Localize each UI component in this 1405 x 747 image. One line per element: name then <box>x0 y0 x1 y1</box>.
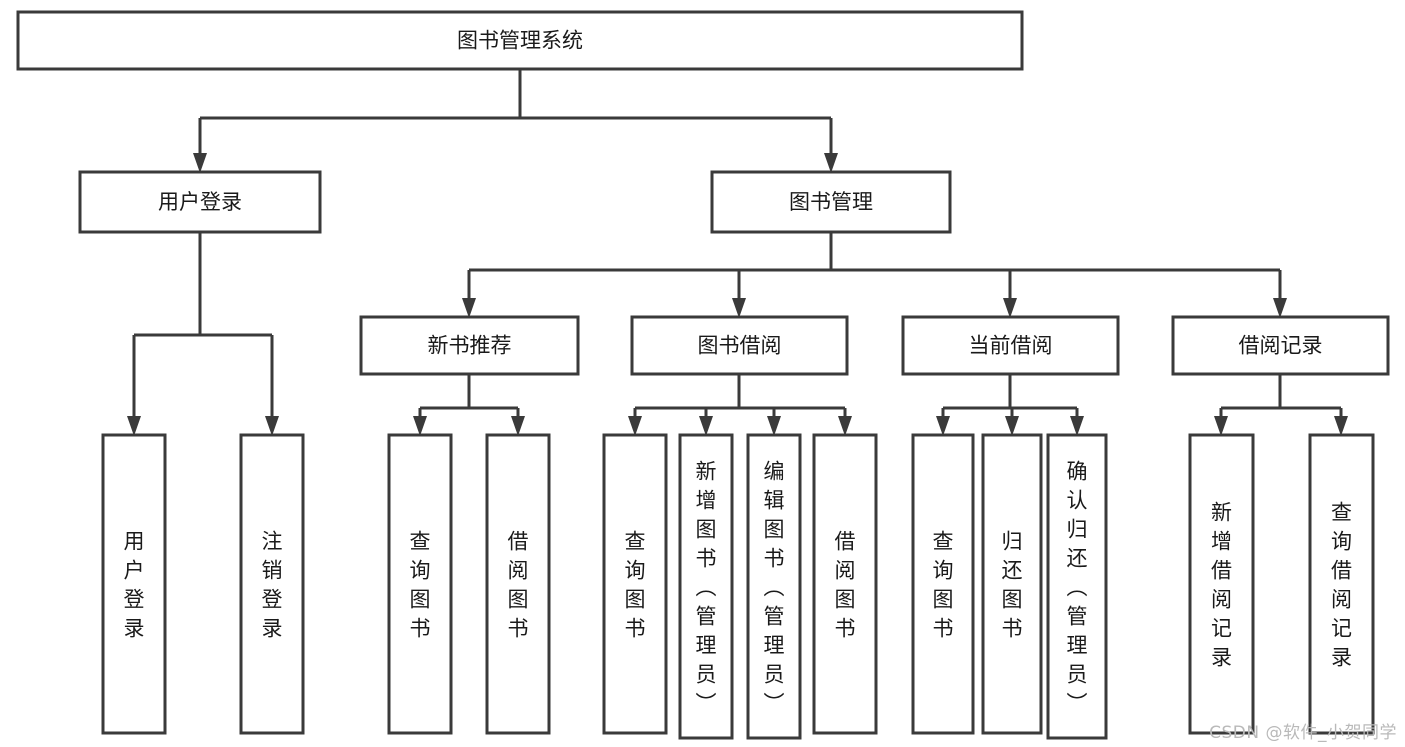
arrow-head-icon <box>1003 298 1017 318</box>
arrow-head-icon <box>732 298 746 318</box>
node-leaf-borrow-query-book[interactable]: 查询图书 <box>602 433 668 735</box>
node-user-login[interactable]: 用户登录 <box>78 170 322 234</box>
node-box[interactable] <box>16 10 1024 71</box>
node-current-borrow[interactable]: 当前借阅 <box>901 315 1120 376</box>
node-label: 图书管理 <box>789 190 873 214</box>
node-leaf-borrow-borrow-book[interactable]: 借阅图书 <box>812 433 878 735</box>
node-label: 查询图书 <box>933 530 954 641</box>
node-leaf-current-return-book[interactable]: 归还图书 <box>981 433 1043 735</box>
node-leaf-borrow-add-book[interactable]: 新增图书︵管理员︶ <box>678 433 734 740</box>
node-book-borrow[interactable]: 图书借阅 <box>630 315 849 376</box>
node-borrow-record[interactable]: 借阅记录 <box>1171 315 1390 376</box>
connector-group-conn-bookmanage-bus <box>462 232 1287 318</box>
node-label: 借阅记录 <box>1239 334 1323 358</box>
node-layer: 图书管理系统用户登录图书管理新书推荐图书借阅当前借阅借阅记录用户登录注销登录查询… <box>16 10 1390 740</box>
connector-group-conn-bookborrow-bus <box>628 374 852 436</box>
connector-group-conn-borrowrecord-bus <box>1214 374 1348 436</box>
node-box[interactable] <box>78 170 322 234</box>
arrow-head-icon <box>936 416 950 436</box>
node-leaf-current-confirm-return[interactable]: 确认归还︵管理员︶ <box>1046 433 1108 740</box>
node-box[interactable] <box>359 315 580 376</box>
node-label: 用户登录 <box>158 190 242 214</box>
arrow-head-icon <box>824 153 838 173</box>
node-box[interactable] <box>239 433 305 735</box>
node-leaf-record-query[interactable]: 查询借阅记录 <box>1308 433 1375 735</box>
node-label: 归还图书 <box>1002 530 1023 641</box>
arrow-head-icon <box>628 416 642 436</box>
arrow-head-icon <box>511 416 525 436</box>
node-root[interactable]: 图书管理系统 <box>16 10 1024 71</box>
node-box[interactable] <box>812 433 878 735</box>
node-box[interactable] <box>678 433 734 740</box>
arrow-head-icon <box>767 416 781 436</box>
node-label: 注销登录 <box>262 530 283 641</box>
node-label: 编辑图书︵管理员︶ <box>764 460 785 716</box>
node-leaf-borrow-edit-book[interactable]: 编辑图书︵管理员︶ <box>746 433 802 740</box>
node-box[interactable] <box>1171 315 1390 376</box>
connector-group-conn-root-bus <box>193 69 838 173</box>
node-new-book-rec[interactable]: 新书推荐 <box>359 315 580 376</box>
arrow-head-icon <box>127 416 141 436</box>
node-label: 新书推荐 <box>428 334 512 358</box>
node-leaf-current-query-book[interactable]: 查询图书 <box>911 433 975 735</box>
node-box[interactable] <box>387 433 453 735</box>
node-book-manage[interactable]: 图书管理 <box>710 170 952 234</box>
connector-layer <box>127 69 1348 436</box>
node-leaf-user-login[interactable]: 用户登录 <box>101 433 167 735</box>
arrow-head-icon <box>193 153 207 173</box>
node-label: 新增图书︵管理员︶ <box>696 460 717 716</box>
node-label: 用户登录 <box>124 530 145 641</box>
arrow-head-icon <box>1273 298 1287 318</box>
node-label: 图书管理系统 <box>457 29 583 53</box>
node-label: 新增借阅记录 <box>1211 501 1232 670</box>
node-label: 图书借阅 <box>698 334 782 358</box>
node-leaf-record-add[interactable]: 新增借阅记录 <box>1188 433 1255 735</box>
arrow-head-icon <box>1005 416 1019 436</box>
node-box[interactable] <box>101 433 167 735</box>
arrow-head-icon <box>838 416 852 436</box>
node-leaf-rec-query-book[interactable]: 查询图书 <box>387 433 453 735</box>
connector-group-conn-userlogin-bus <box>127 232 279 436</box>
node-box[interactable] <box>485 433 551 735</box>
node-box[interactable] <box>981 433 1043 735</box>
node-label: 当前借阅 <box>969 334 1053 358</box>
connector-group-conn-currentborrow-bus <box>936 374 1084 436</box>
node-box[interactable] <box>602 433 668 735</box>
arrow-head-icon <box>413 416 427 436</box>
node-label: 查询图书 <box>625 530 646 641</box>
node-box[interactable] <box>901 315 1120 376</box>
connector-group-conn-newbookrec-bus <box>413 374 525 436</box>
node-label: 查询图书 <box>410 530 431 641</box>
csdn-watermark: CSDN @软件_小贺同学 <box>1209 723 1397 743</box>
arrow-head-icon <box>265 416 279 436</box>
node-box[interactable] <box>710 170 952 234</box>
node-box[interactable] <box>746 433 802 740</box>
node-leaf-rec-borrow-book[interactable]: 借阅图书 <box>485 433 551 735</box>
node-label: 查询借阅记录 <box>1331 501 1352 670</box>
node-box[interactable] <box>911 433 975 735</box>
arrow-head-icon <box>1214 416 1228 436</box>
node-box[interactable] <box>1188 433 1255 735</box>
arrow-head-icon <box>699 416 713 436</box>
node-label: 确认归还︵管理员︶ <box>1067 460 1088 716</box>
node-box[interactable] <box>1046 433 1108 740</box>
arrow-head-icon <box>462 298 476 318</box>
node-leaf-user-logout[interactable]: 注销登录 <box>239 433 305 735</box>
node-box[interactable] <box>630 315 849 376</box>
node-box[interactable] <box>1308 433 1375 735</box>
node-label: 借阅图书 <box>835 530 856 641</box>
arrow-head-icon <box>1070 416 1084 436</box>
arrow-head-icon <box>1334 416 1348 436</box>
node-label: 借阅图书 <box>508 530 529 641</box>
